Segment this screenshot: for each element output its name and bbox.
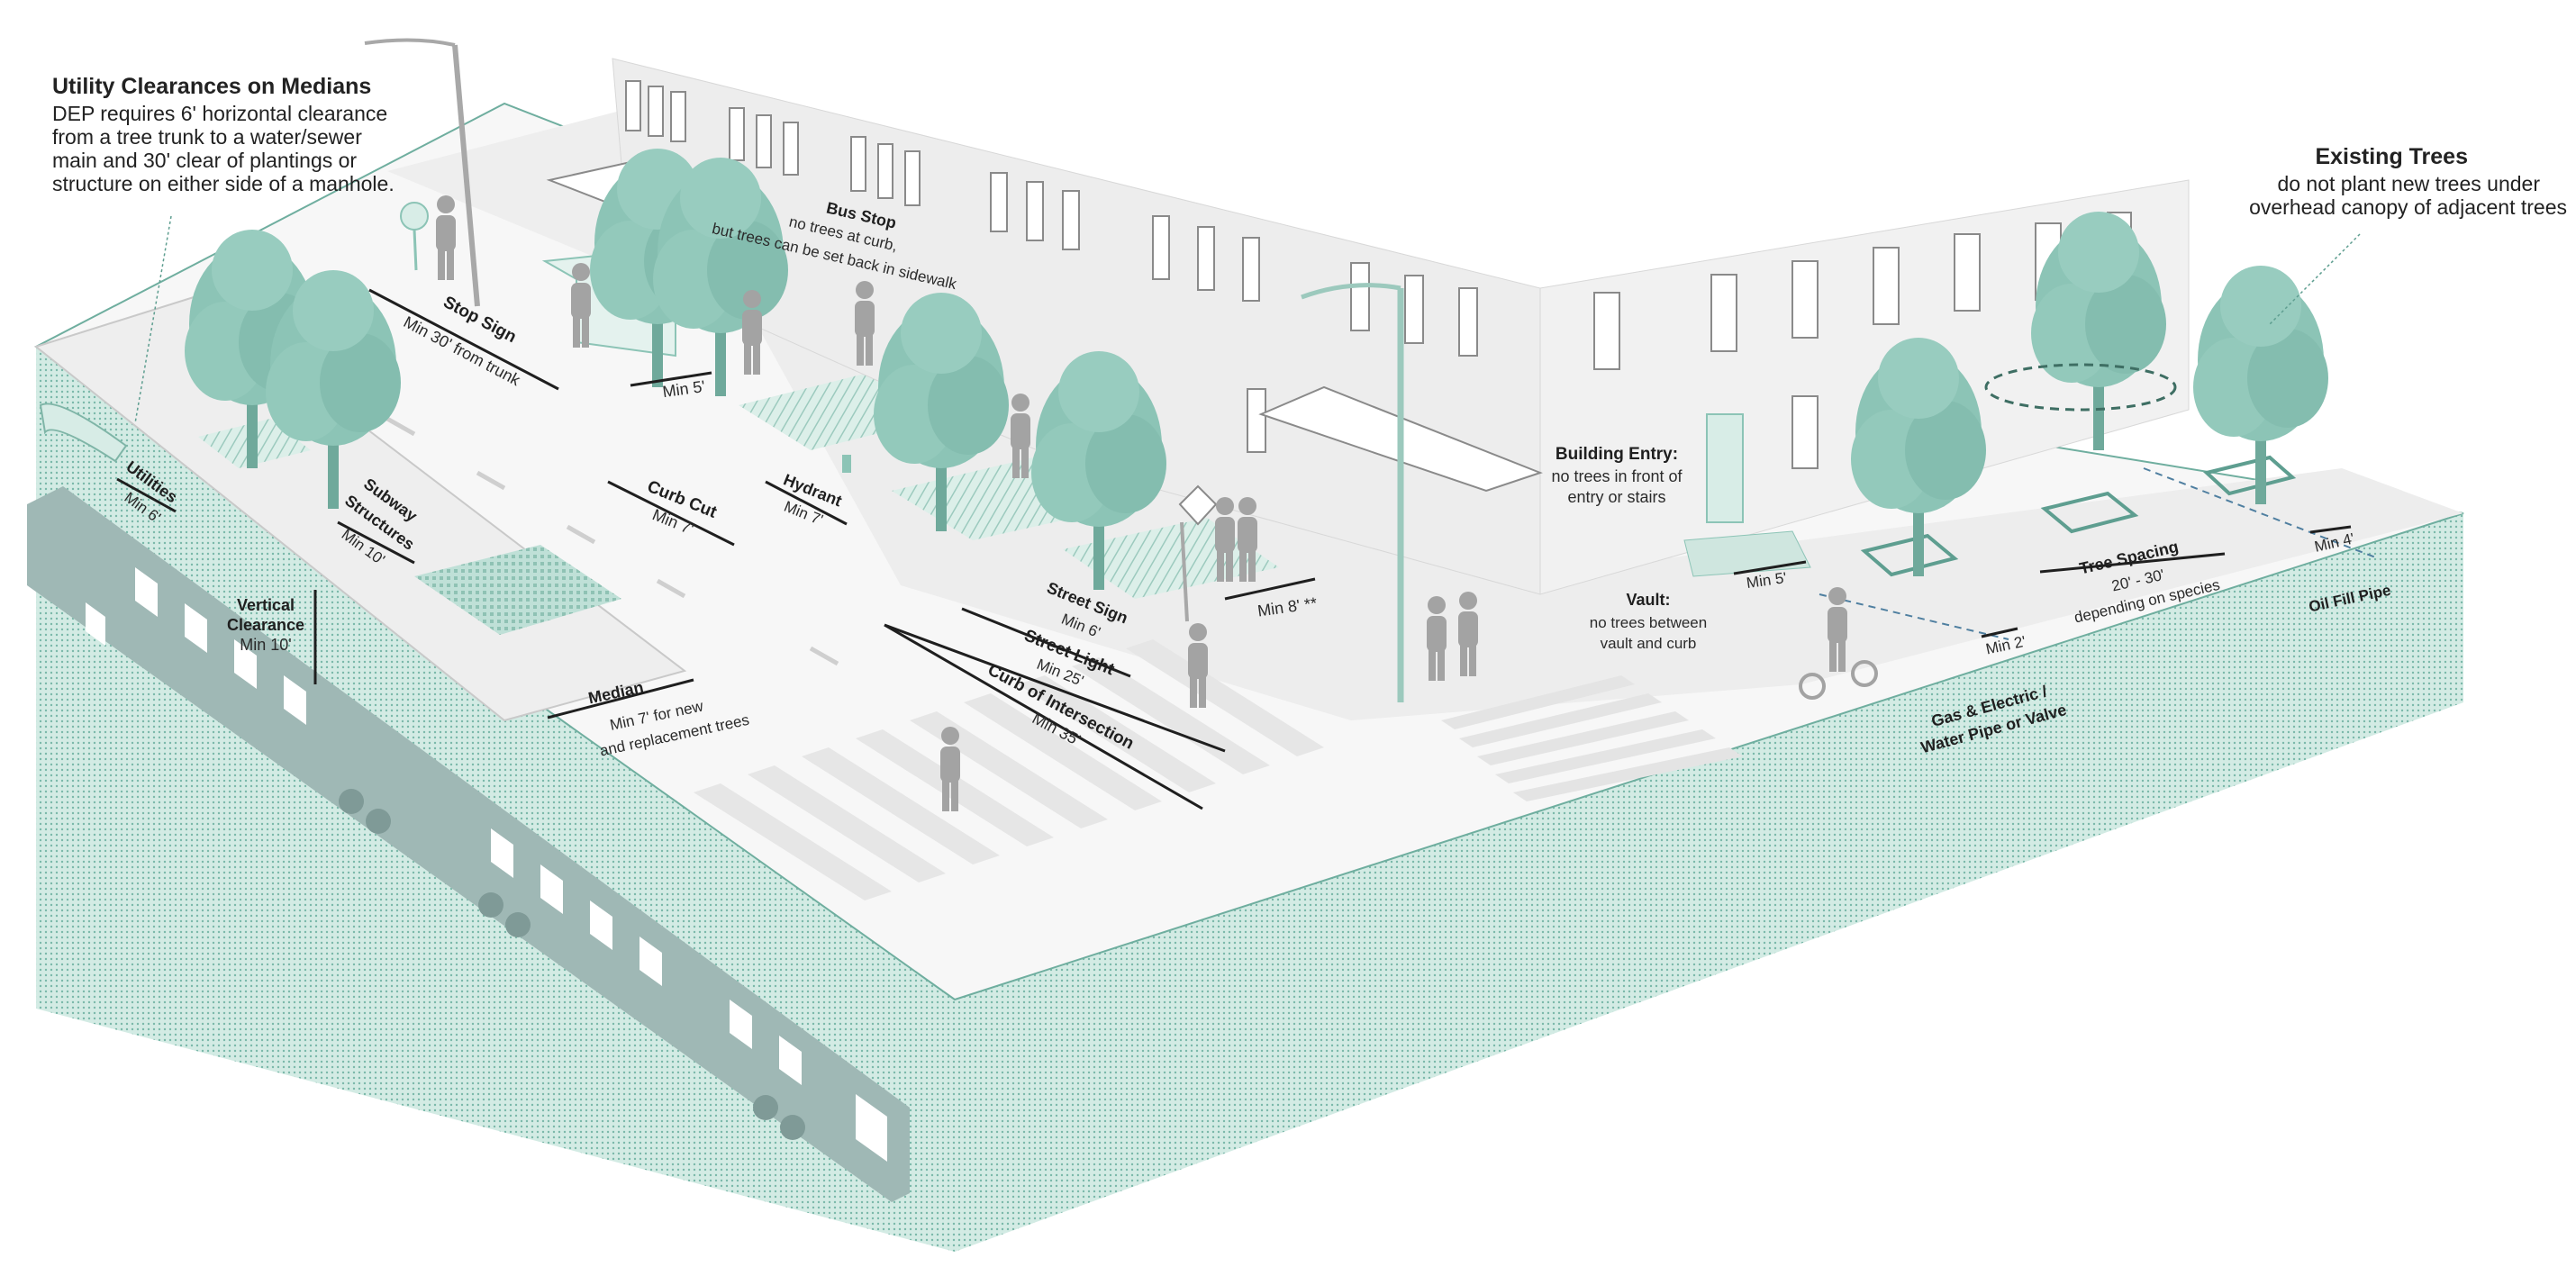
- street-sign-pole: [1180, 521, 1189, 622]
- median-grate: [414, 545, 621, 635]
- vault-line1: no trees between: [1590, 614, 1707, 631]
- existing-trees-title: Existing Trees: [2315, 144, 2468, 169]
- ground-right-face: [955, 513, 2463, 1252]
- cyclist-wheel-b: [1851, 660, 1878, 687]
- dim-subway: [337, 520, 415, 565]
- tree-guard-2: [2040, 491, 2139, 534]
- building-entry-line2: entry or stairs: [1567, 488, 1665, 506]
- street-light-arm-corner: [1301, 283, 1401, 300]
- existing-trees-note: Existing Trees do not plant new trees un…: [2180, 144, 2567, 219]
- utility-clearances-title: Utility Clearances on Medians: [52, 74, 372, 99]
- dim-curb-int: [884, 623, 1203, 810]
- utility-clearances-note: Utility Clearances on Medians DEP requir…: [52, 74, 413, 195]
- buildings: [546, 58, 2190, 595]
- street-sign: [1178, 484, 1218, 526]
- utility-pipe: [39, 403, 128, 463]
- dim-curb-cut: [607, 480, 735, 547]
- existing-trees-line1: do not plant new trees under: [2277, 172, 2540, 195]
- dim-street-sign: [961, 607, 1131, 678]
- vault-title: Vault:: [1626, 591, 1670, 609]
- building-entry-title: Building Entry:: [1556, 445, 1678, 464]
- dimension-lines: [116, 215, 2361, 810]
- vertical-title2: Clearance: [227, 616, 304, 634]
- leader-utility: [134, 215, 172, 424]
- dim-min5-vault: [1733, 560, 1807, 575]
- corner-sidewalk: [757, 324, 2463, 720]
- building-entry-line1: no trees in front of: [1551, 467, 1683, 485]
- oil-line-dashed: [2143, 467, 2379, 559]
- dim-min5-bus: [630, 371, 712, 387]
- vertical-title1: Vertical: [237, 596, 295, 614]
- tree-corner-3: [2193, 266, 2328, 504]
- dim-median: [547, 678, 694, 719]
- dim-min4: [2309, 525, 2352, 534]
- subway: [27, 403, 910, 1202]
- entry-door: [1706, 413, 1744, 523]
- street-light-pole-left: [452, 44, 480, 307]
- train-windows: [86, 567, 887, 1162]
- street-light-arm-left: [364, 38, 456, 47]
- pedestrians: [436, 195, 1878, 811]
- existing-canopy-outline: [1984, 363, 2177, 412]
- tree-guard-3: [2202, 455, 2297, 496]
- utility-clearances-body: DEP requires 6' horizontal clearance fro…: [52, 102, 395, 195]
- vault-line2: vault and curb: [1601, 635, 1697, 652]
- hydrant: [842, 455, 851, 473]
- street-trees: [185, 149, 2328, 590]
- dim-tree-spacing: [2039, 552, 2226, 574]
- cyclist-wheel-a: [1799, 673, 1826, 700]
- dim-hydrant: [765, 480, 848, 526]
- building-right-face: [1539, 179, 2190, 595]
- dim-min8: [1224, 577, 1316, 601]
- vertical-sub: Min 10': [240, 636, 291, 654]
- dim-street-light: [884, 623, 1226, 753]
- train-wheels: [339, 789, 805, 1140]
- existing-trees-line2: overhead canopy of adjacent trees: [2249, 195, 2567, 219]
- stop-sign: [400, 202, 429, 231]
- dim-min2: [1981, 627, 2018, 638]
- gas-line-dashed: [1819, 593, 2009, 640]
- crosswalk-right: [1441, 675, 1743, 801]
- stop-sign-pole: [413, 229, 418, 271]
- dim-stop-sign: [368, 288, 559, 391]
- building-windows: [625, 80, 2132, 469]
- crosswalk-left: [694, 639, 1324, 900]
- tree-guard-1: [1860, 533, 1959, 577]
- dim-utilities: [116, 477, 177, 513]
